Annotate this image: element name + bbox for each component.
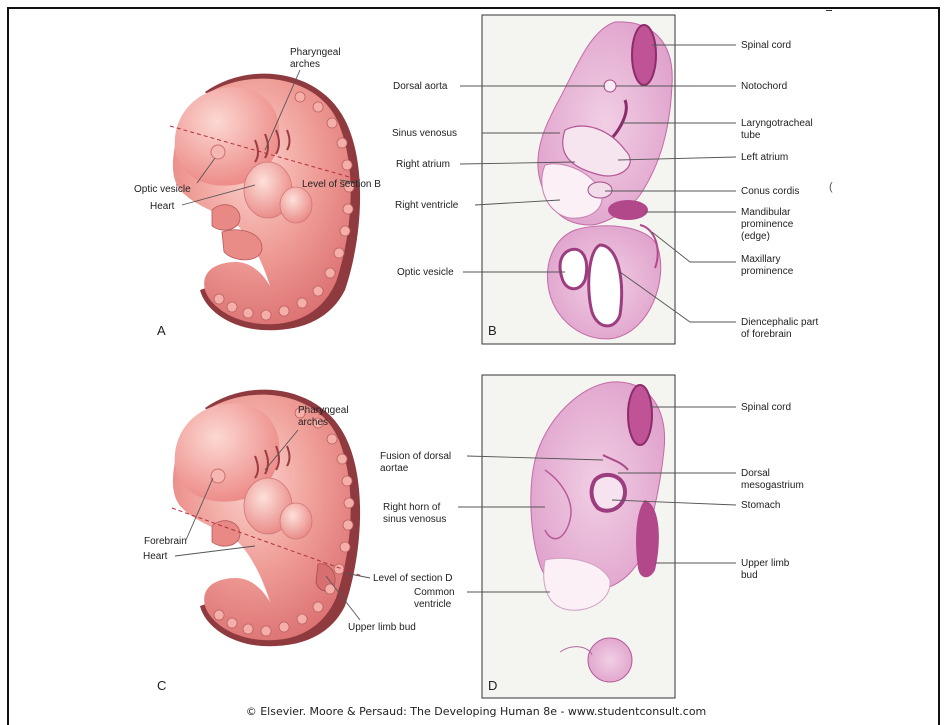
diencephalon-b-shape <box>589 245 622 326</box>
label-dorsal-mesogastrium-line1: Dorsal <box>741 468 770 479</box>
heart-a-lobe <box>280 187 312 223</box>
label-left-atrium: Left atrium <box>741 152 788 163</box>
section-d-small-tissue <box>588 638 632 682</box>
label-upper-limb-bud-c: Upper limb bud <box>348 622 416 633</box>
spinal-cord-d-shape <box>628 385 652 445</box>
label-fusion-dorsal-aortae-line1: Fusion of dorsal <box>380 451 451 462</box>
conus-cordis-b-shape <box>588 182 612 198</box>
label-mandibular-line1: Mandibular <box>741 207 791 218</box>
label-sinus-venosus: Sinus venosus <box>392 128 457 139</box>
limb-bud-c <box>212 521 240 546</box>
panel-letter-c: C <box>157 678 166 693</box>
mandibular-prominence-b-shape <box>608 200 648 220</box>
label-optic-vesicle-b: Optic vesicle <box>397 267 454 278</box>
label-right-ventricle: Right ventricle <box>395 200 459 211</box>
label-laryngotracheal-line2: tube <box>741 130 761 141</box>
label-spinal-cord-b: Spinal cord <box>741 40 791 51</box>
label-common-ventricle-line1: Common <box>414 587 455 598</box>
label-upper-limb-bud-d-line2: bud <box>741 570 758 581</box>
label-diencephalic-line2: of forebrain <box>741 329 792 340</box>
label-forebrain: Forebrain <box>144 536 187 547</box>
optic-vesicle-b-shape <box>560 249 587 288</box>
label-laryngotracheal-line1: Laryngotracheal <box>741 118 813 129</box>
panel-letter-a: A <box>157 323 166 338</box>
label-right-horn-line2: sinus venosus <box>383 514 446 525</box>
label-maxillary-line2: prominence <box>741 266 794 277</box>
copyright-caption: © Elsevier. Moore & Persaud: The Develop… <box>0 705 952 718</box>
label-conus-cordis: Conus cordis <box>741 186 799 197</box>
forebrain-c-shape <box>211 469 225 483</box>
optic-vesicle-a-shape <box>211 145 225 159</box>
panel-letter-d: D <box>488 678 497 693</box>
label-mandibular-line2: prominence <box>741 219 794 230</box>
label-stomach: Stomach <box>741 500 780 511</box>
label-heart-c: Heart <box>143 551 168 562</box>
panel-a-embryo-illustration: Pharyngeal arches Optic vesicle Heart Le… <box>134 47 381 338</box>
label-dorsal-aorta: Dorsal aorta <box>393 81 448 92</box>
label-right-horn-line1: Right horn of <box>383 502 440 513</box>
label-section-level-d: Level of section D <box>373 573 453 584</box>
leader-heart-c <box>175 546 255 556</box>
label-notochord: Notochord <box>741 81 787 92</box>
panel-letter-b: B <box>488 323 497 338</box>
label-dorsal-mesogastrium-line2: mesogastrium <box>741 480 804 491</box>
panel-c-embryo-illustration <box>172 390 362 647</box>
label-pharyngeal-arches-c-line1: Pharyngeal <box>298 405 349 416</box>
label-common-ventricle-line2: ventricle <box>414 599 452 610</box>
label-pharyngeal-arches-a-line1: Pharyngeal <box>290 47 341 58</box>
label-section-level-b: Level of section B <box>302 179 381 190</box>
label-pharyngeal-arches-c-line2: arches <box>298 417 328 428</box>
label-right-atrium: Right atrium <box>396 159 450 170</box>
label-heart-a: Heart <box>150 201 175 212</box>
label-mandibular-line3: (edge) <box>741 231 770 242</box>
limb-bud-a <box>212 205 240 230</box>
label-pharyngeal-arches-a-line2: arches <box>290 59 320 70</box>
notochord-b-shape <box>604 80 616 92</box>
stomach-d-shape <box>592 475 625 511</box>
panel-b-micrograph: Dorsal aorta Sinus venosus Right atrium … <box>392 15 818 344</box>
label-optic-vesicle-a: Optic vesicle <box>134 184 191 195</box>
label-spinal-cord-d: Spinal cord <box>741 402 791 413</box>
label-upper-limb-bud-d-line1: Upper limb <box>741 558 790 569</box>
label-fusion-dorsal-aortae-line2: aortae <box>380 463 409 474</box>
spinal-cord-b-shape <box>632 25 656 85</box>
label-maxillary-line1: Maxillary <box>741 254 780 265</box>
heart-c-lobe <box>280 503 312 539</box>
label-diencephalic-line1: Diencephalic part <box>741 317 818 328</box>
panel-d-micrograph: Fusion of dorsal aortae Right horn of si… <box>380 375 804 698</box>
